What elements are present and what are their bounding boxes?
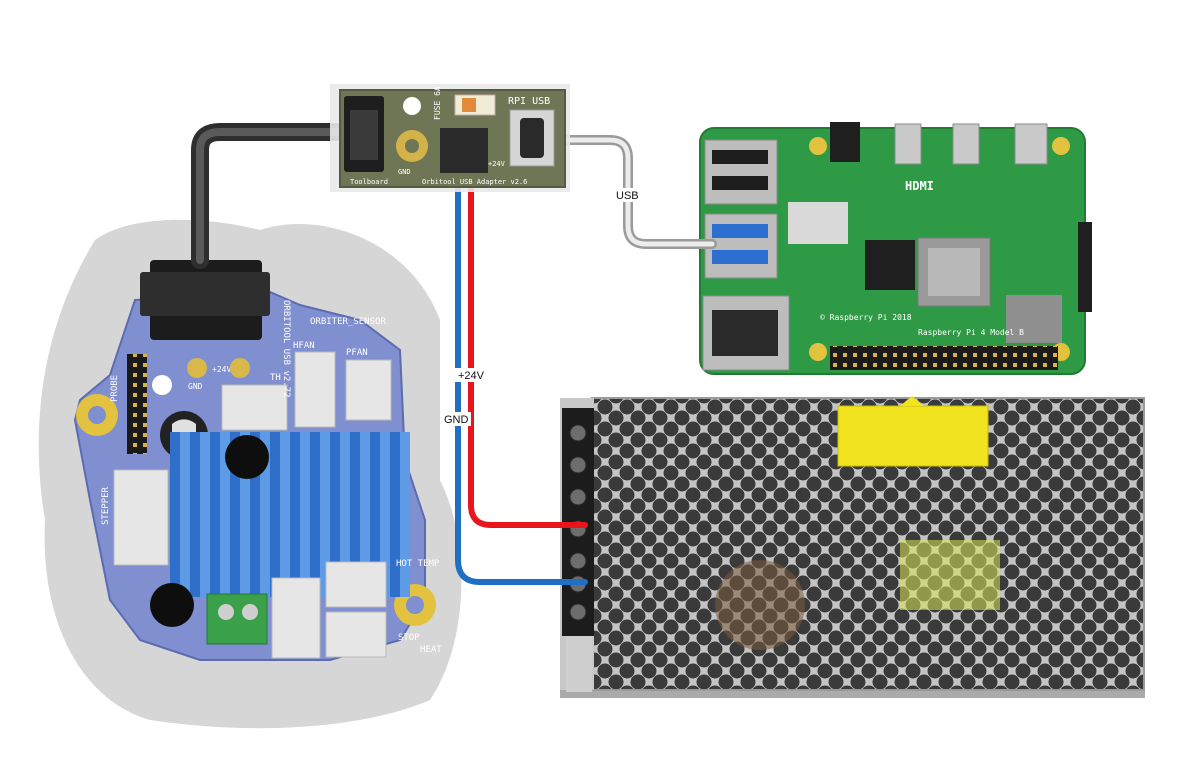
toolboard: PROBE STEPPER TH HFAN PFAN ORBITER_SENSO… bbox=[38, 219, 462, 729]
adapter-24v-label: +24V bbox=[488, 160, 506, 168]
toolboard-logo-icon bbox=[152, 375, 172, 395]
adapter-toolboard-label: Toolboard bbox=[350, 178, 388, 186]
hot-connector bbox=[271, 577, 321, 659]
stepper-connector bbox=[113, 469, 169, 566]
probe-label: PROBE bbox=[110, 375, 120, 402]
stop-label: STOP bbox=[398, 633, 420, 643]
power-supply bbox=[560, 396, 1145, 698]
terminal-screw-icon bbox=[569, 552, 587, 570]
stepper-label: STEPPER bbox=[101, 486, 111, 525]
psu-warning-sticker bbox=[837, 405, 989, 467]
toolboard-24v-label: +24V bbox=[212, 365, 231, 374]
pi-mount-hole bbox=[809, 137, 827, 155]
usb-adapter: FUSE 6A RPI USB Toolboard GND +24V Orbit… bbox=[330, 84, 570, 192]
psu-mount-tab bbox=[566, 636, 592, 692]
adapter-gnd-label: GND bbox=[398, 168, 411, 176]
usb-label-text: USB bbox=[616, 190, 639, 202]
toolboard-name-label: ORBITOOL USB v2.72 bbox=[281, 300, 291, 398]
heat-label: HEAT bbox=[420, 645, 442, 655]
pi-wifi-shield bbox=[1006, 295, 1062, 343]
hot-temp-label: HOT TEMP bbox=[396, 559, 440, 569]
stop-connector bbox=[325, 611, 387, 658]
pfan-label: PFAN bbox=[346, 348, 368, 358]
fuse-label: FUSE 6A bbox=[433, 86, 442, 120]
terminal-screw-icon bbox=[569, 424, 587, 442]
pi-audio-jack bbox=[830, 122, 860, 162]
pi-model-label: Raspberry Pi 4 Model B bbox=[918, 328, 1024, 337]
pfan-connector bbox=[345, 359, 392, 421]
hfan-connector bbox=[294, 351, 336, 428]
toolboard-gnd-label: GND bbox=[188, 382, 203, 391]
probe-header bbox=[127, 354, 147, 454]
terminal-screw-icon bbox=[569, 488, 587, 506]
pi-mount-hole bbox=[1052, 137, 1070, 155]
pi-mount-hole bbox=[809, 343, 827, 361]
pi-gpio-header bbox=[830, 346, 1058, 370]
gnd-label-text: GND bbox=[444, 414, 469, 426]
magnet bbox=[225, 435, 269, 479]
psu-coil bbox=[715, 560, 805, 650]
raspberry-pi: HDMI © Raspberry Pi 2018 Raspberry Pi 4 … bbox=[699, 122, 1092, 375]
psu-inner-board bbox=[900, 540, 1000, 610]
terminal-screw-icon bbox=[218, 604, 234, 620]
usb-label: USB bbox=[613, 188, 641, 202]
pi-usb-c-power bbox=[1014, 123, 1048, 165]
adapter-power-connector bbox=[440, 128, 488, 173]
terminal-screw-icon bbox=[569, 456, 587, 474]
temp-connector bbox=[325, 561, 387, 608]
hfan-label: HFAN bbox=[293, 341, 315, 351]
plus24v-label-text: +24V bbox=[458, 370, 485, 382]
gnd-solder-pad bbox=[187, 358, 207, 378]
adapter-title-label: Orbitool USB Adapter v2.6 bbox=[422, 178, 527, 186]
terminal-screw-icon bbox=[242, 604, 258, 620]
positive-wire bbox=[468, 147, 588, 528]
power-solder-pad bbox=[230, 358, 250, 378]
orbiter-sensor-label: ORBITER_SENSOR bbox=[310, 317, 386, 327]
pi-micro-hdmi-0 bbox=[894, 123, 922, 165]
plus24v-label: +24V bbox=[455, 368, 489, 382]
pi-micro-hdmi-1 bbox=[952, 123, 980, 165]
pi-hdmi-label: HDMI bbox=[905, 179, 934, 193]
terminal-screw-icon bbox=[569, 603, 587, 621]
adapter-logo-icon bbox=[403, 97, 421, 115]
ground-wire bbox=[455, 147, 588, 585]
pi-ram-chip bbox=[865, 240, 915, 290]
gnd-label: GND bbox=[443, 412, 471, 426]
pi-copyright-label: © Raspberry Pi 2018 bbox=[820, 313, 912, 322]
th-connector bbox=[221, 384, 288, 431]
pi-label-area bbox=[788, 202, 848, 244]
heater-terminal bbox=[206, 593, 268, 645]
magnet bbox=[150, 583, 194, 627]
psu-warning-arrow-icon bbox=[900, 396, 924, 406]
rpi-usb-label: RPI USB bbox=[508, 96, 550, 107]
pi-display-connector bbox=[1078, 222, 1092, 312]
pi-usb-port-top bbox=[704, 139, 778, 205]
th-label: TH bbox=[270, 373, 281, 383]
